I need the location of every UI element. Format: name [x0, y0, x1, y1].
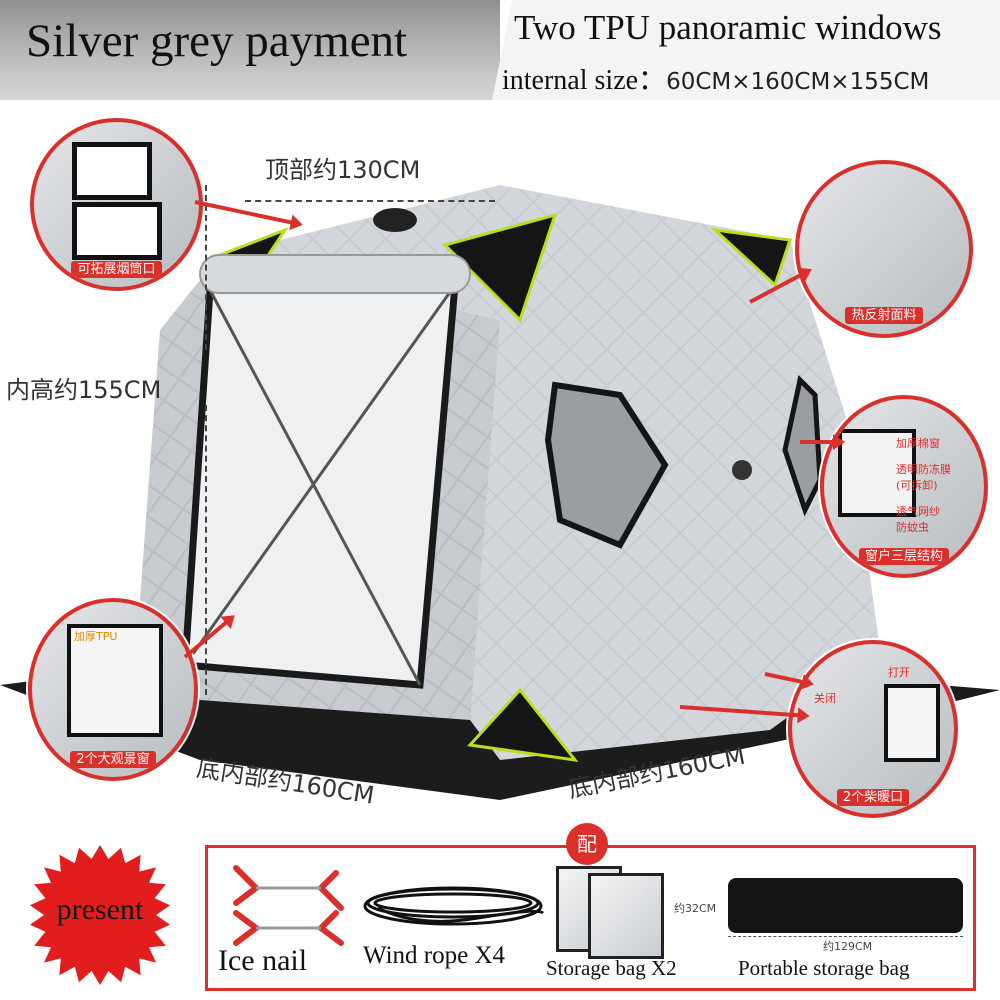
- panorama-caption: 2个大观景窗: [70, 751, 156, 768]
- chimney-detail-circle: 可拓展烟筒口: [30, 118, 203, 291]
- window-layers-arrow: [800, 434, 845, 450]
- banner-title-panel: Silver grey payment: [0, 0, 500, 100]
- layer-tag-5: 防蚊虫: [896, 521, 929, 534]
- wind-rope-icon: [363, 886, 545, 926]
- banner-spec-panel: Two TPU panoramic windows internal size：…: [492, 0, 1000, 100]
- wind-rope-label: Wind rope X4: [363, 942, 506, 969]
- banner-title: Silver grey payment: [26, 15, 408, 67]
- bottom-patch: [466, 687, 579, 763]
- size-value: 60CM×160CM×155CM: [666, 69, 930, 95]
- heater-tag-close: 关闭: [814, 692, 836, 705]
- bag-length-label: 约129CM: [823, 940, 873, 953]
- fabric-caption: 热反射面料: [845, 307, 923, 324]
- banner-windows-text: Two TPU panoramic windows: [514, 8, 942, 47]
- chimney-caption: 可拓展烟筒口: [71, 261, 162, 278]
- banner-size-text: internal size：60CM×160CM×155CM: [502, 58, 929, 98]
- panorama-tag: 加厚TPU: [74, 630, 118, 643]
- ice-nail-label: Ice nail: [218, 944, 308, 977]
- layer-tag-2: 透明防冻膜: [896, 463, 951, 476]
- tent-illustration: [0, 185, 1000, 800]
- corner-patch-right: [710, 227, 792, 288]
- height-dimension-line-top: [205, 185, 207, 350]
- heater-caption: 2个柴暖口: [836, 789, 910, 806]
- side-window: [544, 381, 669, 549]
- storage-bag-label: Storage bag X2: [546, 956, 677, 980]
- tent-right-body: [470, 230, 880, 760]
- bag-height-label: 约32CM: [674, 902, 717, 915]
- top-dimension-label: 顶部约130CM: [265, 156, 421, 184]
- accessories-box: Ice nail Wind rope X4 Storage bag X2 约32…: [205, 845, 976, 991]
- roof-patch: [442, 212, 558, 323]
- heater-port-icon: [884, 684, 940, 762]
- heater-detail-circle: 打开 关闭 2个柴暖口: [788, 640, 958, 818]
- height-dimension-label: 内高约155CM: [6, 376, 162, 404]
- heater-tag-open: 打开: [888, 666, 910, 679]
- layer-tag-1: 加厚棉窗: [896, 437, 940, 450]
- fabric-detail-circle: 热反射面料: [795, 160, 973, 338]
- chimney-vent: [373, 208, 417, 232]
- height-dimension-line-bottom: [205, 405, 207, 695]
- portable-bag-icon: [728, 878, 963, 933]
- panorama-window-icon: [67, 624, 163, 737]
- heater-port: [732, 460, 752, 480]
- ice-nail-icon: [233, 865, 344, 946]
- window-layers-detail-circle: 加厚棉窗 透明防冻膜 (可拆卸) 透气网纱 防蚊虫 窗户三层结构: [820, 395, 988, 578]
- accessories-badge: 配: [566, 823, 608, 865]
- rolled-door: [199, 254, 471, 294]
- window-layers-icon: [838, 429, 916, 517]
- top-dimension-line: [245, 200, 495, 202]
- window-layers-caption: 窗户三层结构: [858, 548, 949, 565]
- portable-bag-label: Portable storage bag: [738, 956, 910, 980]
- panorama-detail-circle: 加厚TPU 2个大观景窗: [28, 598, 198, 781]
- chimney-window-icon: [72, 142, 152, 200]
- layer-tag-3: (可拆卸): [896, 479, 938, 492]
- layer-tag-4: 透气网纱: [896, 505, 940, 518]
- present-label: present: [56, 893, 144, 926]
- size-prefix: internal size：: [502, 65, 667, 96]
